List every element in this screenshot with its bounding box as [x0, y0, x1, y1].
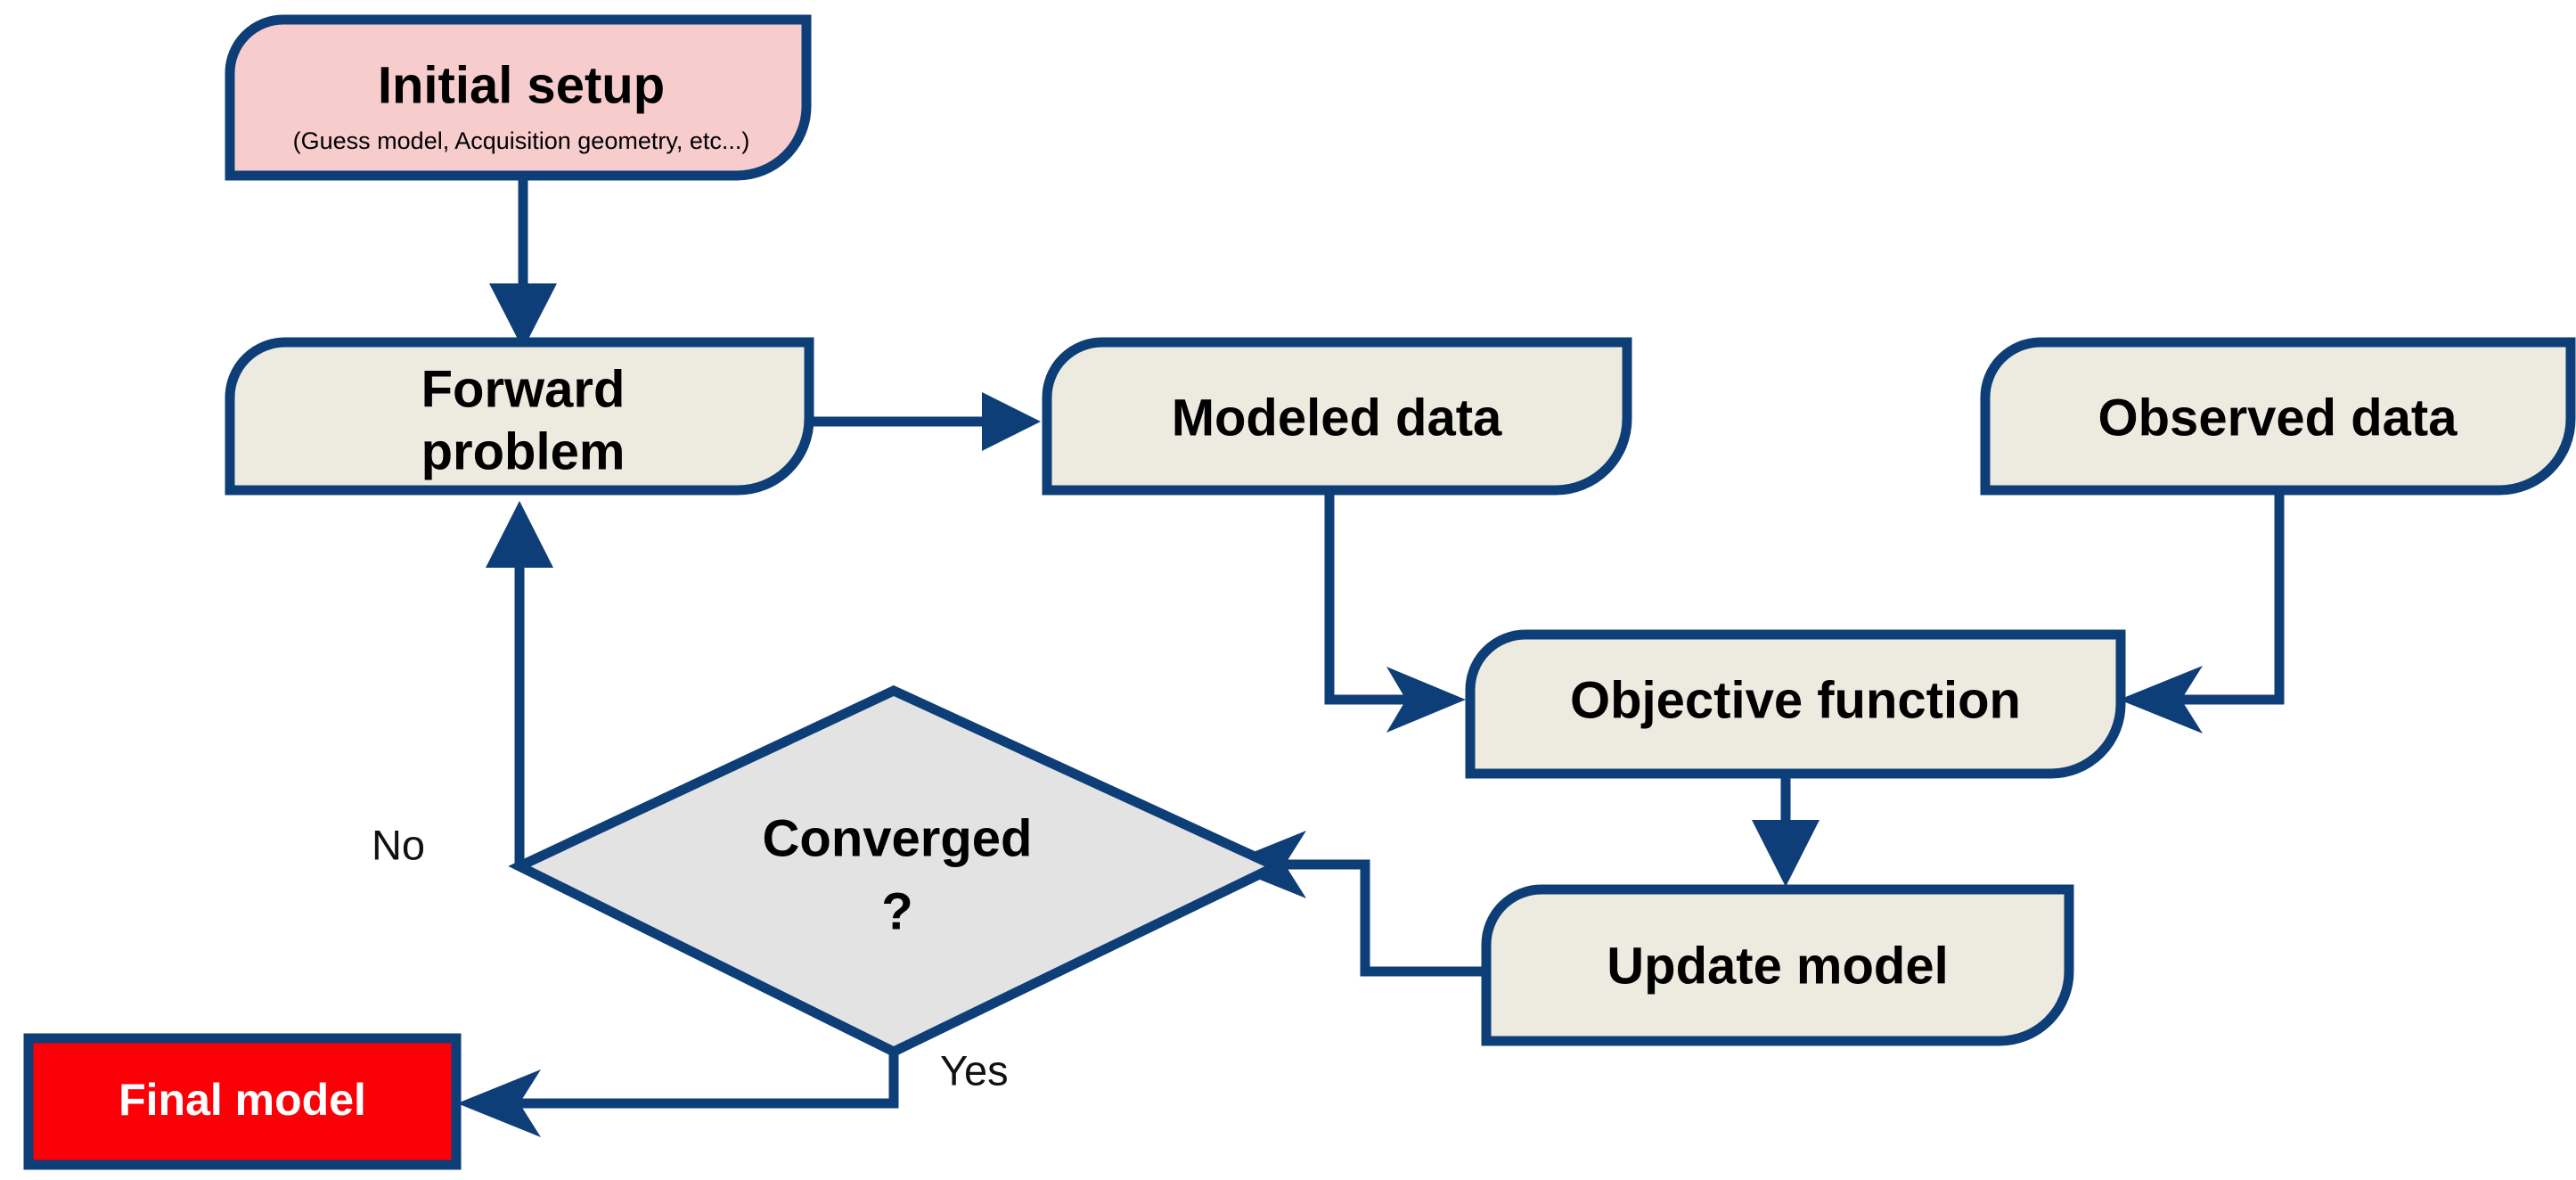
edge-modeled-to-objective: [1324, 491, 1466, 733]
arrowhead-left-barbed: [457, 1069, 541, 1137]
edge-update-to-converged: [1223, 831, 1485, 977]
arrowhead-right-barbed: [1386, 667, 1466, 733]
node-update-model[interactable]: Update model: [1481, 884, 2074, 1046]
node-final-model[interactable]: Final model: [23, 1033, 462, 1170]
edge-label-no: No: [372, 821, 425, 868]
node-modeled-data[interactable]: Modeled data: [1042, 337, 1632, 496]
edge-setup-to-forward: [489, 169, 557, 349]
edge-forward-to-modeled: [811, 392, 1041, 451]
node-label-forward-problem-line2: problem: [421, 422, 626, 480]
arrowhead-down: [489, 283, 557, 349]
node-label-converged-line1: Converged: [763, 809, 1033, 867]
edge-converged-yes-final: Yes: [457, 1046, 1009, 1137]
arrowhead-left-barbed: [2119, 666, 2203, 733]
arrowhead-up: [486, 501, 553, 568]
node-label-forward-problem-line1: Forward: [421, 360, 626, 418]
arrowhead-right: [982, 392, 1041, 451]
edge-observed-to-objective: [2119, 491, 2285, 733]
node-label-modeled-data: Modeled data: [1172, 389, 1502, 447]
node-forward-problem[interactable]: Forward problem: [225, 337, 814, 496]
node-initial-setup[interactable]: Initial setup (Guess model, Acquisition …: [225, 14, 812, 181]
node-label-initial-setup: Initial setup: [378, 56, 665, 114]
arrowhead-down: [1752, 820, 1820, 887]
node-label-update-model: Update model: [1607, 937, 1949, 995]
node-label-final-model: Final model: [119, 1075, 366, 1125]
node-sublabel-initial-setup: (Guess model, Acquisition geometry, etc.…: [293, 127, 750, 154]
edge-label-yes: Yes: [940, 1046, 1009, 1094]
node-objective-function[interactable]: Objective function: [1465, 629, 2126, 779]
node-label-converged-line2: ?: [881, 882, 912, 940]
edge-objective-to-update: [1752, 775, 1820, 887]
node-converged-decision[interactable]: Converged ?: [508, 684, 1288, 1058]
node-observed-data[interactable]: Observed data: [1980, 337, 2576, 496]
edge-converged-no-loop: No: [372, 501, 553, 868]
node-label-observed-data: Observed data: [2098, 389, 2458, 447]
node-label-objective-function: Objective function: [1570, 671, 2021, 729]
